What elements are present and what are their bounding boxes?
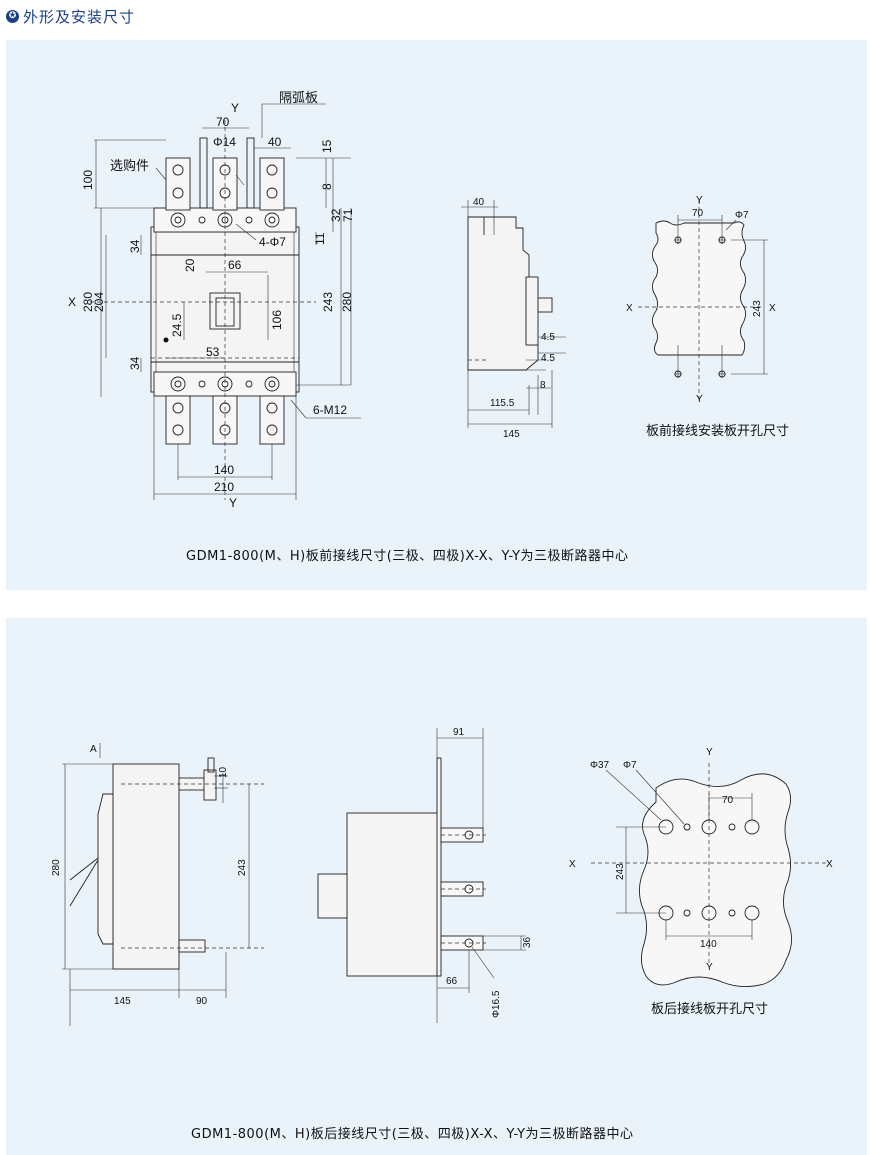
dim-280-right: 280	[340, 292, 354, 312]
plate-axis-y-bottom: Y	[696, 394, 703, 405]
dim-66: 66	[228, 258, 242, 272]
rear-connection-panel: A 10 280 243 145 90 91 36 66 Φ16.5	[6, 618, 867, 1155]
plate-dim-70: 70	[692, 208, 704, 219]
plate-axis-x-left: X	[626, 303, 633, 314]
dim-71: 71	[341, 208, 355, 222]
dim-280-left: 280	[81, 292, 95, 312]
side-dim-40: 40	[473, 197, 485, 208]
side-dim-115-5: 115.5	[490, 398, 515, 409]
plate2-axis-x-right: X	[826, 859, 833, 870]
plate2-caption: 板后接线板开孔尺寸	[651, 1001, 768, 1017]
dim-15: 15	[320, 139, 334, 153]
side2-dim-243: 243	[237, 859, 248, 876]
dim-40: 40	[268, 135, 282, 149]
section-title: 外形及安装尺寸	[23, 7, 136, 26]
plate2-dim-243: 243	[615, 863, 626, 880]
rear-dim-66: 66	[446, 976, 458, 987]
side2-dim-280: 280	[51, 859, 62, 876]
side-dim-8: 8	[540, 380, 546, 391]
dim-20: 20	[183, 258, 197, 272]
side2-dim-145: 145	[114, 996, 131, 1007]
side2-dim-90: 90	[196, 996, 208, 1007]
label-optional-part: 选购件	[110, 158, 149, 174]
dim-11: 11	[313, 232, 327, 245]
panel2-caption: GDM1-800(M、H)板后接线尺寸(三极、四极)X-X、Y-Y为三极断路器中…	[191, 1126, 634, 1142]
rear-dim-91: 91	[453, 727, 465, 738]
dim-34-top: 34	[128, 239, 142, 253]
dim-6-m12: 6-M12	[313, 403, 347, 417]
rear-dim-phi16-5: Φ16.5	[491, 990, 502, 1018]
front-connection-panel: Y 70 Φ14 隔弧板 40 15 8 32 32 71 100 选购件 4-…	[6, 40, 867, 590]
plate2-axis-x-left: X	[569, 859, 576, 870]
label-arc-barrier: 隔弧板	[279, 91, 318, 106]
axis-x-label: X	[68, 295, 76, 309]
dim-53: 53	[206, 345, 220, 359]
side-view: 40 4.5 4.5 8 115.5 145	[461, 197, 566, 440]
plate-axis-y-top: Y	[696, 195, 703, 206]
dim-4-phi7: 4-Φ7	[259, 235, 286, 249]
plate2-axis-y-top: Y	[706, 747, 713, 758]
side-dim-4-5-a: 4.5	[541, 332, 555, 343]
panel1-caption: GDM1-800(M、H)板前接线尺寸(三极、四极)X-X、Y-Y为三极断路器中…	[186, 548, 629, 564]
plate-dim-243: 243	[752, 300, 763, 317]
dim-70: 70	[216, 115, 230, 129]
side-dim-145: 145	[503, 429, 520, 440]
dim-106: 106	[270, 310, 284, 330]
plate-caption: 板前接线安装板开孔尺寸	[646, 423, 789, 439]
dim-34-bottom: 34	[128, 356, 142, 370]
rear-mounting-plate: Y Φ37 Φ7 70 X X 243 140 Y 板后接线板开孔尺寸	[569, 747, 833, 1017]
axis-y-label: Y	[231, 101, 239, 115]
rear-side-view: A 10 280 243 145 90	[51, 743, 264, 1026]
star-badge-icon: ✪	[6, 9, 19, 23]
dim-243: 243	[321, 292, 335, 312]
plate2-dim-phi7: Φ7	[623, 760, 637, 771]
plate-axis-x-right: X	[769, 303, 776, 314]
dim-32-label: 32	[329, 208, 343, 222]
front-mounting-plate: Y 70 Φ7 X X 243 Y 板前接线安装板开孔尺寸	[626, 195, 789, 439]
side-dim-4-5-b: 4.5	[541, 353, 555, 364]
rear-connection-drawing: A 10 280 243 145 90 91 36 66 Φ16.5	[51, 727, 833, 1142]
rear-terminal-view: 91 36 66 Φ16.5	[317, 727, 533, 1023]
section-header: ✪ 外形及安装尺寸	[6, 5, 135, 27]
dim-204: 204	[92, 292, 106, 312]
side2-dim-10: 10	[218, 766, 229, 778]
front-connection-drawing: Y 70 Φ14 隔弧板 40 15 8 32 32 71 100 选购件 4-…	[68, 91, 789, 564]
axis-y-bottom-label: Y	[229, 496, 237, 510]
dim-phi14: Φ14	[213, 135, 236, 149]
dim-140: 140	[214, 463, 234, 477]
label-a: A	[90, 744, 97, 755]
dim-24-5: 24.5	[170, 313, 184, 337]
plate2-dim-70: 70	[722, 795, 734, 806]
dim-100: 100	[81, 170, 95, 190]
rear-dim-36: 36	[522, 936, 533, 948]
front-view: Y 70 Φ14 隔弧板 40 15 8 32 32 71 100 选购件 4-…	[68, 91, 361, 510]
dim-210: 210	[214, 480, 234, 494]
plate2-dim-phi37: Φ37	[590, 760, 610, 771]
plate2-axis-y-bottom: Y	[706, 962, 713, 973]
dim-8: 8	[320, 183, 334, 190]
plate2-dim-140: 140	[700, 939, 717, 950]
plate-dim-phi7: Φ7	[735, 210, 749, 221]
